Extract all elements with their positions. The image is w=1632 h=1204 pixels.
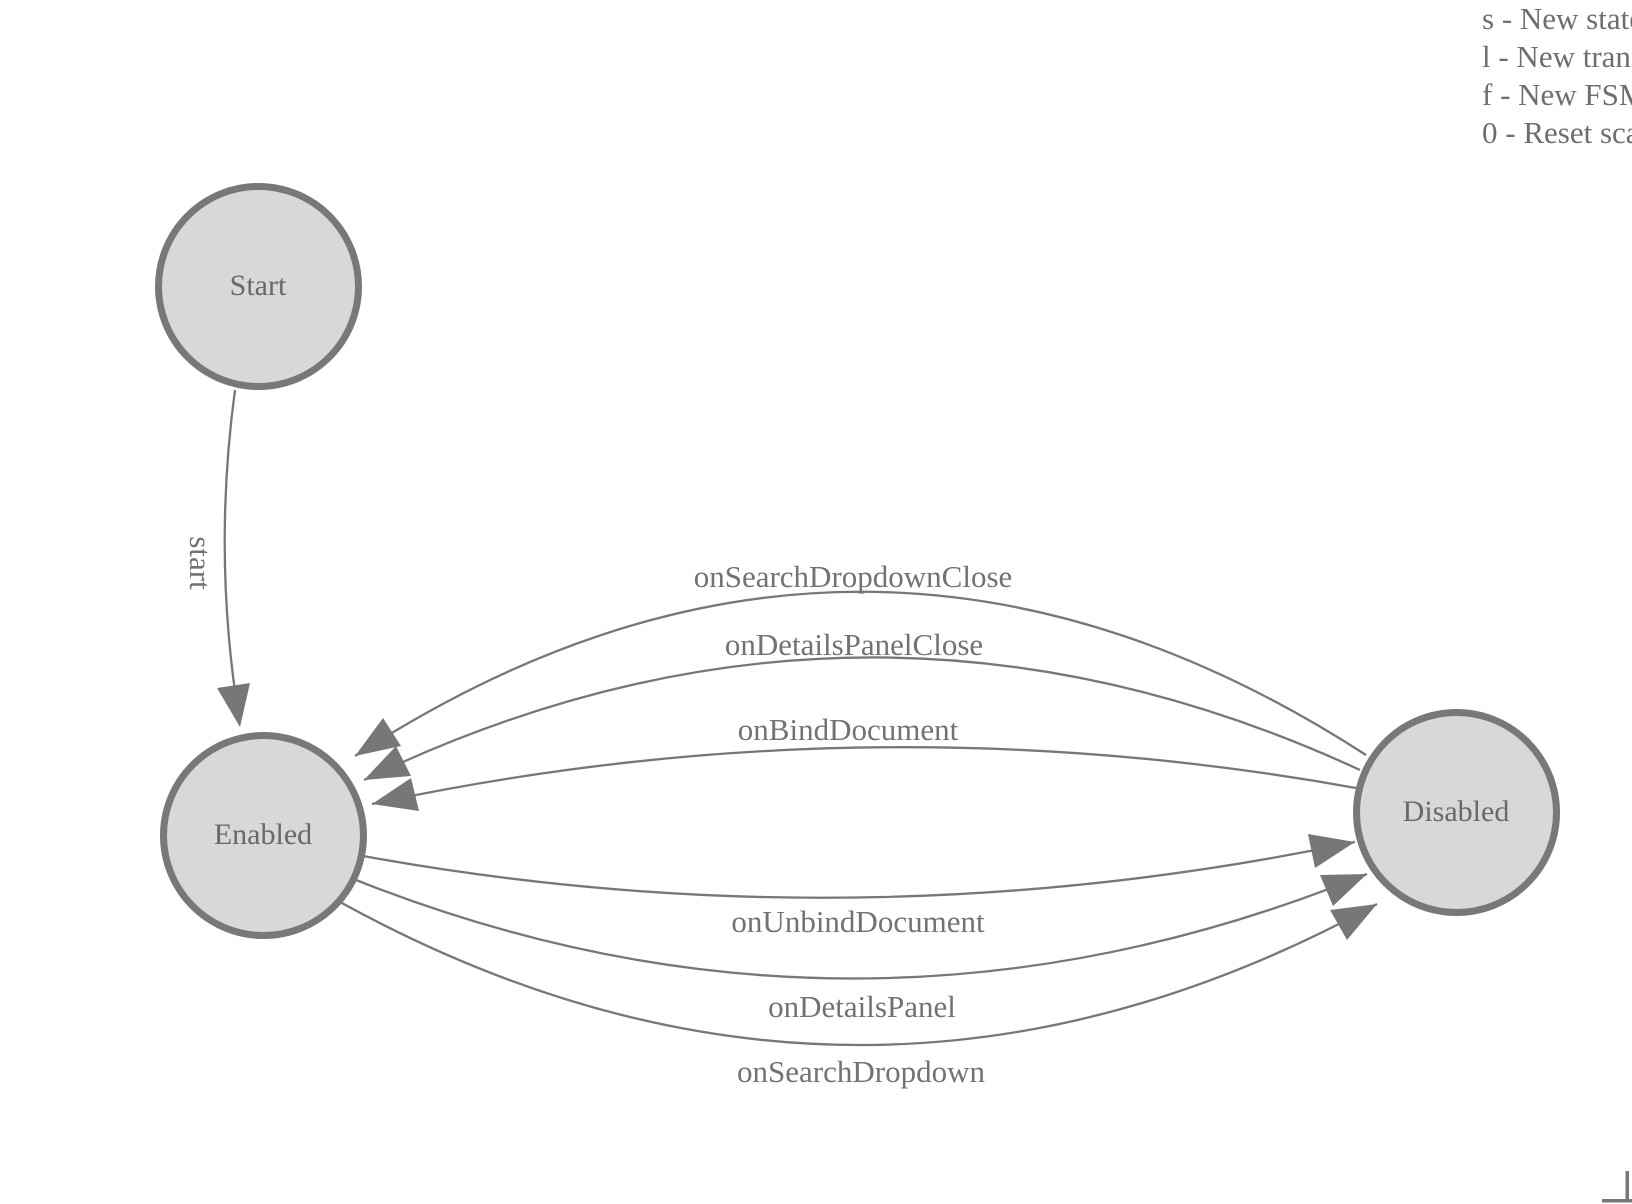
transition-label-onsearchdropdown[interactable]: onSearchDropdown: [737, 1054, 985, 1089]
state-node-enabled[interactable]: Enabled: [159, 731, 367, 939]
arrowhead-start-transition: [217, 683, 250, 727]
transition-label-onbinddocument[interactable]: onBindDocument: [737, 712, 959, 747]
transition-label-onunbinddocument[interactable]: onUnbindDocument: [731, 904, 985, 939]
arrowhead-onSearchDropdown: [1330, 904, 1377, 940]
state-node-disabled[interactable]: Disabled: [1352, 708, 1560, 916]
arrowhead-onUnbindDocument: [1308, 834, 1355, 868]
state-label-start: Start: [229, 269, 287, 302]
keyboard-shortcuts-help: s - New state l - New transition f - New…: [1482, 0, 1632, 152]
state-label-disabled: Disabled: [1402, 795, 1510, 828]
arrowhead-onDetailsPanel: [1320, 874, 1367, 906]
transition-path-onUnbindDocument[interactable]: [362, 840, 1356, 899]
arrowhead-onSearchDropdownClose: [355, 718, 401, 756]
shortcut-reset-scale: 0 - Reset scale: [1482, 115, 1632, 150]
transition-label-onsearchdropdownclose[interactable]: onSearchDropdownClose: [693, 559, 1013, 594]
transition-path-onBindDocument[interactable]: [371, 746, 1357, 806]
transition-path-onSearchDropdownClose[interactable]: [354, 590, 1367, 757]
shortcut-new-state: s - New state: [1482, 1, 1632, 36]
arrowhead-onDetailsPanelClose: [364, 746, 411, 780]
shortcut-new-transition: l - New transition: [1482, 39, 1632, 74]
corner-segment: [1625, 1171, 1629, 1202]
arrowhead-onBindDocument: [372, 778, 419, 811]
state-node-start[interactable]: Start: [154, 182, 362, 390]
shortcut-new-fsm: f - New FSM: [1482, 77, 1632, 112]
corner-segment: [1602, 1199, 1632, 1203]
transition-label-ondetailspanelclose[interactable]: onDetailsPanelClose: [724, 627, 984, 662]
transition-path-onSearchDropdown[interactable]: [339, 900, 1378, 1047]
transition-path-start-transition[interactable]: [223, 389, 240, 713]
transition-label-ondetailspanel[interactable]: onDetailsPanel: [768, 989, 956, 1024]
transition-path-onDetailsPanelClose[interactable]: [363, 656, 1361, 782]
transition-path-onDetailsPanel[interactable]: [355, 872, 1368, 980]
state-label-enabled: Enabled: [213, 818, 313, 851]
